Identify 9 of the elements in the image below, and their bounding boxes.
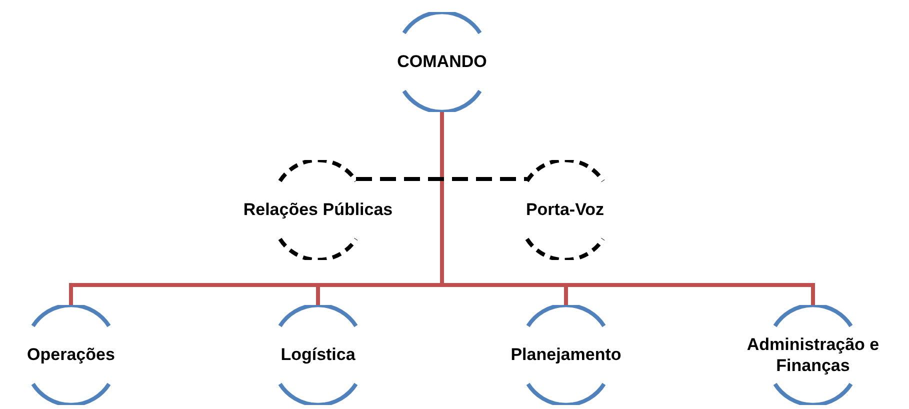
node-label: Planejamento (510, 344, 622, 366)
node-label: Relações Públicas (243, 199, 393, 221)
node-label: Administração e Finanças (746, 334, 880, 376)
node-label: COMANDO (397, 51, 487, 73)
connector-line (440, 112, 815, 305)
node-label: Porta-Voz (526, 199, 604, 221)
node-label: Logística (280, 344, 356, 366)
node-label: Operações (27, 344, 115, 366)
dashed-connector (356, 177, 527, 181)
